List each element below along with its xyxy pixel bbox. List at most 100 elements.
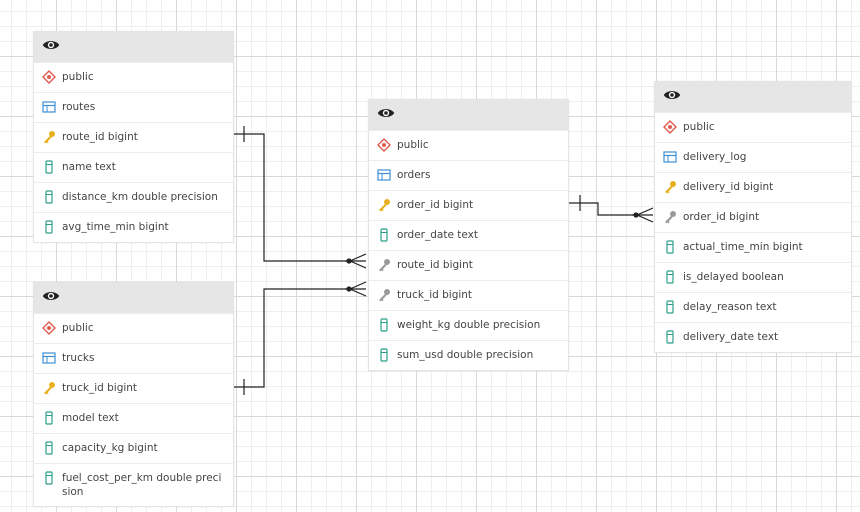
column-row[interactable]: is_delayed boolean	[655, 262, 851, 292]
schema-row[interactable]: public	[369, 130, 568, 160]
column-label: is_delayed boolean	[683, 271, 784, 283]
schema-icon	[42, 321, 56, 335]
table-header[interactable]	[369, 100, 568, 130]
table-name-label: delivery_log	[683, 151, 747, 163]
column-row[interactable]: name text	[34, 152, 233, 182]
column-label: route_id bigint	[62, 131, 138, 143]
many-marker-dot-delivery	[633, 212, 639, 218]
column-label: order_date text	[397, 229, 478, 241]
schema-row[interactable]: public	[34, 62, 233, 92]
column-label: capacity_kg bigint	[62, 442, 158, 454]
column-label: delivery_date text	[683, 331, 779, 343]
column-label: truck_id bigint	[397, 289, 473, 301]
schema-row[interactable]: public	[655, 112, 851, 142]
column-label: weight_kg double precision	[397, 319, 541, 331]
column-label: delivery_id bigint	[683, 181, 774, 193]
primary-key-icon	[42, 130, 56, 144]
foreign-key-icon	[663, 210, 677, 224]
column-row[interactable]: sum_usd double precision	[369, 340, 568, 370]
many-marker-dot-route	[346, 258, 352, 264]
eye-icon[interactable]	[663, 86, 681, 108]
column-row[interactable]: route_id bigint	[34, 122, 233, 152]
table-icon	[42, 351, 56, 365]
column-row[interactable]: delay_reason text	[655, 292, 851, 322]
column-icon	[377, 318, 391, 332]
column-icon	[663, 240, 677, 254]
column-label: order_id bigint	[397, 199, 474, 211]
primary-key-icon	[377, 198, 391, 212]
table-icon	[377, 168, 391, 182]
table-name-row[interactable]: trucks	[34, 343, 233, 373]
column-label: truck_id bigint	[62, 382, 138, 394]
column-label: model text	[62, 412, 119, 424]
column-icon	[42, 220, 56, 234]
column-icon	[377, 348, 391, 362]
column-label: sum_usd double precision	[397, 349, 534, 361]
table-name-row[interactable]: delivery_log	[655, 142, 851, 172]
table-name-label: trucks	[62, 352, 95, 364]
schema-icon	[42, 70, 56, 84]
table-routes[interactable]: public routes route_id bigint name text dist…	[33, 31, 234, 243]
table-header[interactable]	[655, 82, 851, 112]
column-row[interactable]: order_date text	[369, 220, 568, 250]
column-row[interactable]: capacity_kg bigint	[34, 433, 233, 463]
schema-icon	[663, 120, 677, 134]
column-icon	[42, 190, 56, 204]
table-orders[interactable]: public orders order_id bigint order_date te…	[368, 99, 569, 371]
eye-icon[interactable]	[42, 36, 60, 58]
column-row[interactable]: weight_kg double precision	[369, 310, 568, 340]
schema-label: public	[397, 139, 429, 151]
table-name-row[interactable]: orders	[369, 160, 568, 190]
column-row[interactable]: order_id bigint	[369, 190, 568, 220]
table-trucks[interactable]: public trucks truck_id bigint model text cap…	[33, 282, 234, 507]
table-name-label: orders	[397, 169, 431, 181]
column-label: actual_time_min bigint	[683, 241, 803, 253]
column-row[interactable]: route_id bigint	[369, 250, 568, 280]
table-name-label: routes	[62, 101, 96, 113]
primary-key-icon	[663, 180, 677, 194]
schema-icon	[377, 138, 391, 152]
column-icon	[42, 411, 56, 425]
column-icon	[42, 160, 56, 174]
column-label: order_id bigint	[683, 211, 760, 223]
column-icon	[663, 270, 677, 284]
column-label: route_id bigint	[397, 259, 473, 271]
column-row[interactable]: truck_id bigint	[34, 373, 233, 403]
column-row[interactable]: order_id bigint	[655, 202, 851, 232]
foreign-key-icon	[377, 258, 391, 272]
table-icon	[663, 150, 677, 164]
column-label: fuel_cost_per_km double precision	[62, 472, 222, 498]
column-label: avg_time_min bigint	[62, 221, 169, 233]
column-icon	[42, 471, 56, 485]
column-label: delay_reason text	[683, 301, 777, 313]
column-icon	[663, 300, 677, 314]
column-label: distance_km double precision	[62, 191, 218, 203]
table-header[interactable]	[34, 283, 233, 313]
eye-icon[interactable]	[42, 287, 60, 309]
foreign-key-icon	[377, 288, 391, 302]
primary-key-icon	[42, 381, 56, 395]
connector-trucks-orders	[232, 288, 366, 388]
column-label: name text	[62, 161, 116, 173]
column-row[interactable]: truck_id bigint	[369, 280, 568, 310]
column-row[interactable]: model text	[34, 403, 233, 433]
column-row[interactable]: delivery_date text	[655, 322, 851, 352]
column-row[interactable]: distance_km double precision	[34, 182, 233, 212]
table-header[interactable]	[34, 32, 233, 62]
schema-row[interactable]: public	[34, 313, 233, 343]
column-row[interactable]: avg_time_min bigint	[34, 212, 233, 242]
column-row[interactable]: delivery_id bigint	[655, 172, 851, 202]
schema-label: public	[62, 322, 94, 334]
many-marker-dot-truck	[346, 286, 352, 292]
connector-routes-orders	[232, 133, 366, 262]
table-delivery-log[interactable]: public delivery_log delivery_id bigint orde…	[654, 81, 852, 353]
eye-icon[interactable]	[377, 104, 395, 126]
column-icon	[42, 441, 56, 455]
column-row[interactable]: fuel_cost_per_km double precision	[34, 463, 233, 506]
column-icon	[377, 228, 391, 242]
table-name-row[interactable]: routes	[34, 92, 233, 122]
schema-label: public	[62, 71, 94, 83]
column-row[interactable]: actual_time_min bigint	[655, 232, 851, 262]
column-icon	[663, 330, 677, 344]
